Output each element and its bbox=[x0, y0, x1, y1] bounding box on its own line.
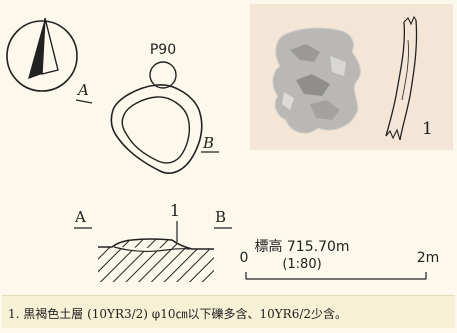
layer-caption: 1. 黒褐色土層 (10YR3/2) φ10㎝以下礫多含、10YR6/2少含。 bbox=[2, 295, 455, 328]
scale-ratio-label: (1:80) bbox=[282, 257, 321, 272]
scale-bar bbox=[245, 272, 427, 280]
north-arrow-icon bbox=[6, 17, 78, 92]
pit-inner-outline bbox=[121, 96, 191, 164]
scale-min-label: 0 bbox=[240, 250, 249, 266]
elevation-label: 標高 715.70m bbox=[254, 238, 349, 255]
pit-label: P90 bbox=[150, 42, 176, 58]
artifact-number-label: 1 bbox=[422, 119, 433, 139]
section-end-label: B bbox=[215, 208, 226, 226]
artifact-line-drawing bbox=[385, 15, 418, 141]
plan-section-start-label: A bbox=[76, 81, 89, 99]
section-start-label: A bbox=[74, 208, 86, 226]
layer-caption-text: 1. 黒褐色土層 (10YR3/2) φ10㎝以下礫多含、10YR6/2少含。 bbox=[8, 307, 348, 321]
scale-max-label: 2m bbox=[417, 250, 440, 266]
layer-number-label: 1 bbox=[170, 201, 180, 220]
plan-section-end-label: B bbox=[202, 134, 214, 152]
stone-artifact-photo bbox=[272, 27, 361, 134]
pit-outer-outline bbox=[110, 84, 203, 174]
section-profile bbox=[98, 238, 214, 282]
small-pit-outline bbox=[149, 61, 177, 89]
